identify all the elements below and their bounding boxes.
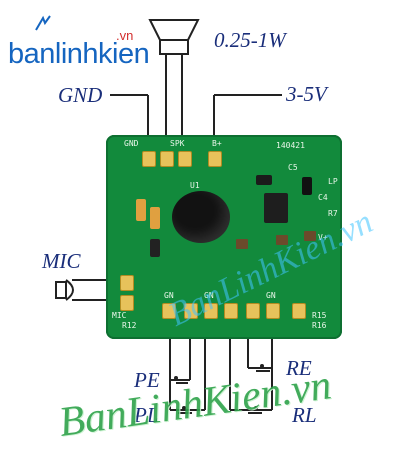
pad-gnd <box>142 151 156 167</box>
board-label-spk: SPK <box>170 139 185 148</box>
board-label-r7: R7 <box>328 209 338 218</box>
logo-mark-icon <box>34 14 52 32</box>
label-pe: PE <box>134 368 160 392</box>
pad-b4 <box>224 303 238 319</box>
board-label-bplus: B+ <box>212 139 222 148</box>
pad-mic1 <box>120 275 134 291</box>
label-re: RE <box>286 356 312 380</box>
pad-b2 <box>184 303 198 319</box>
component <box>256 175 272 185</box>
pad-b3 <box>204 303 218 319</box>
soic-chip-icon <box>264 193 288 223</box>
board-label-gn2: GN <box>204 291 214 300</box>
component <box>150 239 160 257</box>
board-label-gn1: GN <box>164 291 174 300</box>
board-label-gn3: GN <box>266 291 276 300</box>
component <box>276 235 288 245</box>
label-rl: RL <box>292 403 317 427</box>
component <box>236 239 248 249</box>
pad-spk1 <box>160 151 174 167</box>
component <box>150 207 160 229</box>
board-label-c5: C5 <box>288 163 298 172</box>
pad-vcc <box>208 151 222 167</box>
board-label-mic: MIC <box>112 311 127 320</box>
pad-b5 <box>246 303 260 319</box>
pad-mic2 <box>120 295 134 311</box>
logo: banlinhkien <box>8 38 150 70</box>
speaker-icon <box>148 19 200 150</box>
board-label-r15: R15 <box>312 311 327 320</box>
pad-b7 <box>292 303 306 319</box>
board-label-r16: R16 <box>312 321 327 330</box>
board-label-gnd: GND <box>124 139 139 148</box>
cob-chip-icon <box>172 191 230 243</box>
component <box>304 231 316 241</box>
label-pl: PL <box>134 403 159 427</box>
label-speaker-power: 0.25-1W <box>214 28 286 52</box>
label-voltage: 3-5V <box>286 82 327 106</box>
board-label-u1: U1 <box>190 181 200 190</box>
component <box>136 199 146 221</box>
logo-suffix: .vn <box>116 28 134 43</box>
label-mic: MIC <box>42 249 81 273</box>
board-label-code: 140421 <box>276 141 305 150</box>
pad-b1 <box>162 303 176 319</box>
board-label-c4: C4 <box>318 193 328 202</box>
board-label-vplus: V+ <box>318 233 328 242</box>
label-gnd: GND <box>58 83 103 107</box>
component <box>302 177 312 195</box>
pcb-board: GND SPK B+ 140421 C5 C4 LP R7 V+ U1 MIC … <box>106 135 342 339</box>
board-label-lp: LP <box>328 177 338 186</box>
pad-spk2 <box>178 151 192 167</box>
board-label-r12: R12 <box>122 321 137 330</box>
pad-b6 <box>266 303 280 319</box>
